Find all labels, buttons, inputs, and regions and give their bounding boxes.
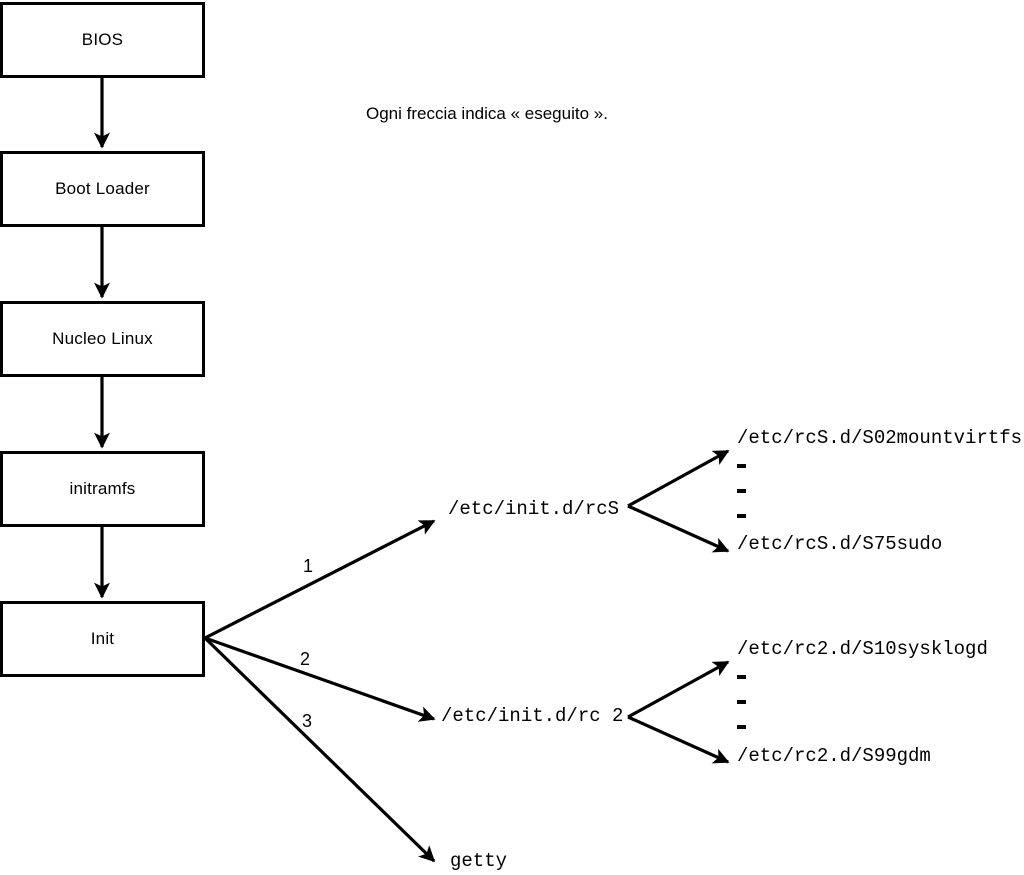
node-label-initramfs: initramfs — [69, 479, 136, 498]
ellipsis-dash-2 — [737, 514, 746, 518]
path-label-rc2-d-first[interactable]: /etc/rc2.d/S10sysklogd — [737, 638, 988, 660]
node-label-kernel: Nucleo Linux — [52, 329, 153, 348]
node-box-boot-loader[interactable]: Boot Loader — [0, 151, 205, 227]
node-label-init: Init — [90, 629, 115, 648]
connector-rc2-to-first — [627, 660, 730, 719]
ellipsis-dash-0 — [737, 464, 746, 468]
connector-init-to-rcS — [204, 519, 436, 640]
arrow-number-2: 2 — [300, 649, 311, 669]
connector-init-to-rc2 — [204, 636, 436, 722]
arrow-number-1: 1 — [303, 556, 314, 576]
node-box-bios[interactable]: BIOS — [0, 2, 205, 78]
path-label-rcS-d-last[interactable]: /etc/rcS.d/S75sudo — [737, 533, 943, 555]
ellipsis-dash-4 — [737, 700, 746, 704]
path-label-rc2-d-last[interactable]: /etc/rc2.d/S99gdm — [737, 745, 931, 767]
connector-init-to-getty — [203, 636, 436, 863]
ellipsis-dash-1 — [737, 489, 746, 493]
path-label-rcS[interactable]: /etc/init.d/rcS — [448, 498, 620, 520]
ellipsis-dash-3 — [737, 675, 746, 679]
ellipsis-dash-5 — [737, 725, 746, 729]
connector-rcS-to-last — [627, 504, 730, 553]
path-label-getty[interactable]: getty — [450, 850, 508, 872]
path-label-rcS-d-first[interactable]: /etc/rcS.d/S02mountvirtfs — [737, 427, 1023, 449]
node-label-bios: BIOS — [81, 30, 124, 49]
diagram-caption: Ogni freccia indica « eseguito ». — [366, 104, 608, 123]
node-label-boot-loader: Boot Loader — [55, 179, 150, 198]
connector-rcS-to-first — [627, 449, 730, 508]
node-box-initramfs[interactable]: initramfs — [0, 451, 205, 527]
connector-rc2-to-last — [627, 715, 730, 764]
path-label-rc2[interactable]: /etc/init.d/rc 2 — [441, 705, 624, 727]
arrow-number-3: 3 — [302, 711, 313, 731]
node-box-kernel[interactable]: Nucleo Linux — [0, 301, 205, 377]
node-box-init[interactable]: Init — [0, 601, 205, 677]
